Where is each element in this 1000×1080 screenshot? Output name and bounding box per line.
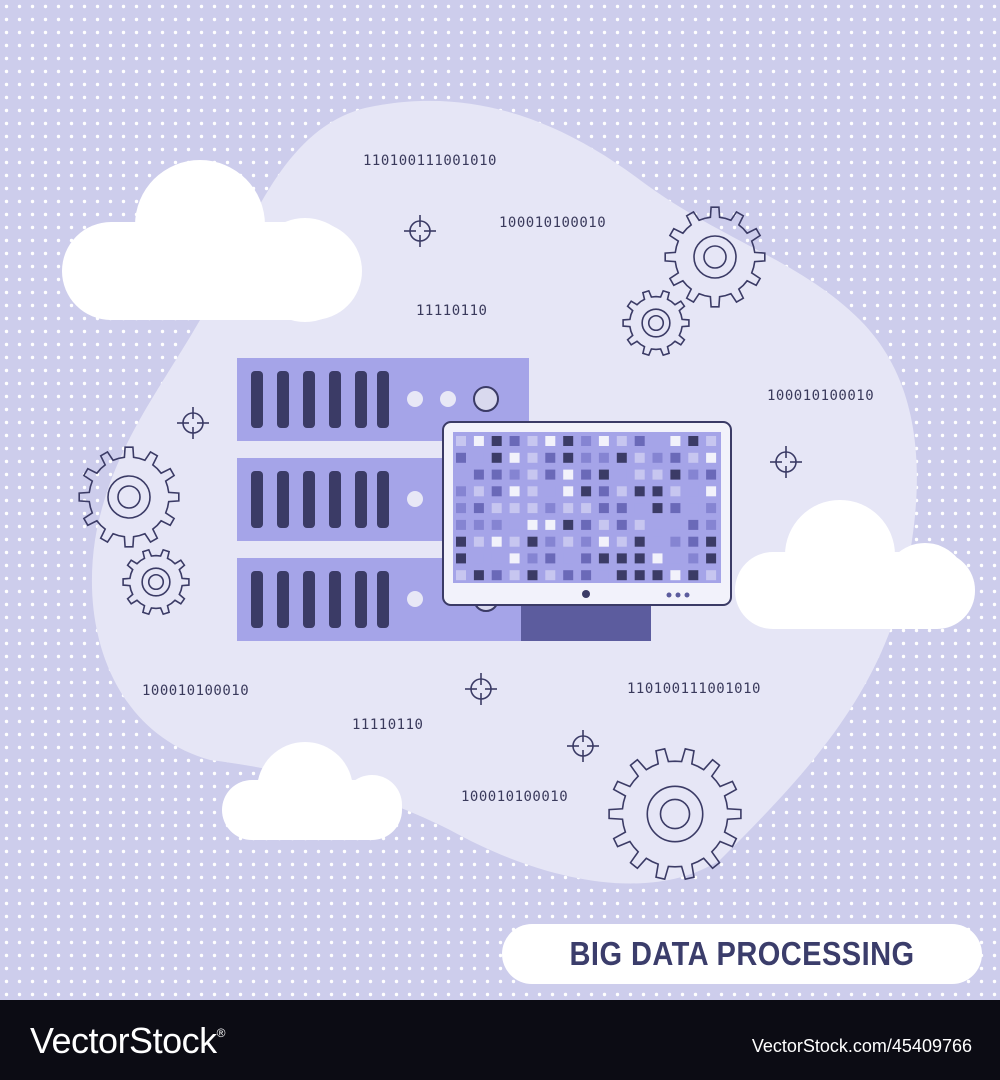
binary-string: 11110110 xyxy=(352,717,424,733)
footer: VectorStock® VectorStock.com/45409766 xyxy=(0,1000,1000,1080)
binary-string: 100010100010 xyxy=(461,789,569,805)
crosshairs xyxy=(177,215,802,762)
crosshair-icon xyxy=(177,407,209,439)
title: BIG DATA PROCESSING xyxy=(569,935,915,972)
brand-logo: VectorStock® xyxy=(30,1020,225,1062)
gear-icon xyxy=(664,206,766,308)
server-icon xyxy=(237,358,529,641)
binary-string: 11110110 xyxy=(416,303,488,319)
brand-name: VectorStock xyxy=(30,1020,217,1061)
binary-string: 100010100010 xyxy=(499,215,607,231)
binary-string: 110100111001010 xyxy=(363,153,497,169)
illustration: 110100111001010 100010100010 11110110 10… xyxy=(0,0,1000,1000)
gears xyxy=(78,206,766,881)
gear-icon xyxy=(608,747,742,881)
crosshair-icon xyxy=(770,446,802,478)
cloud-icon xyxy=(222,742,402,840)
crosshair-icon xyxy=(404,215,436,247)
trademark: ® xyxy=(216,1026,226,1040)
crosshair-icon xyxy=(567,730,599,762)
cloud-icon xyxy=(735,500,975,629)
gear-icon xyxy=(122,548,190,616)
stock-id: VectorStock.com/45409766 xyxy=(751,1036,972,1056)
binary-string: 100010100010 xyxy=(142,683,250,699)
monitor-icon xyxy=(442,421,732,641)
illustration-art xyxy=(0,0,1000,1000)
server-vents xyxy=(251,371,389,628)
binary-string: 110100111001010 xyxy=(627,681,761,697)
data-matrix xyxy=(456,436,717,581)
cloud-icon xyxy=(62,160,362,322)
crosshair-icon xyxy=(465,673,497,705)
gear-icon xyxy=(622,289,690,357)
title-banner: BIG DATA PROCESSING xyxy=(502,924,982,984)
gear-icon xyxy=(78,446,180,548)
binary-string: 100010100010 xyxy=(767,388,875,404)
